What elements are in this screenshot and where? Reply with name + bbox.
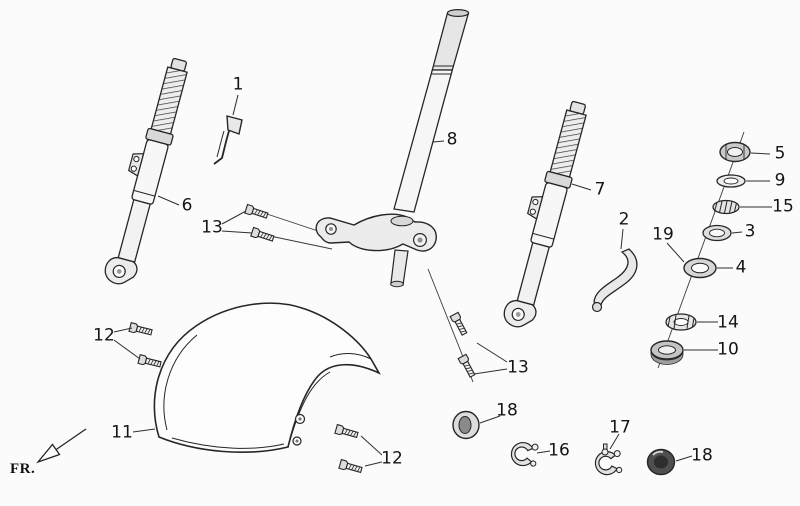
callout-2: 2 bbox=[618, 209, 630, 230]
washer-part9-drawing bbox=[716, 174, 746, 188]
callout-12-a: 12 bbox=[93, 325, 115, 346]
hose-clamp-16-drawing bbox=[509, 440, 540, 469]
hose-clamp-17-drawing bbox=[593, 443, 623, 477]
callout-8: 8 bbox=[446, 129, 458, 150]
front-fender-drawing bbox=[153, 302, 381, 453]
callout-10: 10 bbox=[717, 339, 739, 360]
steering-stem-drawing bbox=[393, 9, 470, 213]
callout-5: 5 bbox=[774, 143, 786, 164]
callout-3: 3 bbox=[744, 221, 756, 242]
callout-12-b: 12 bbox=[381, 448, 403, 469]
callout-14: 14 bbox=[717, 312, 739, 333]
left-front-fork-drawing bbox=[98, 53, 194, 289]
callout-1: 1 bbox=[232, 74, 244, 95]
right-front-fork-drawing bbox=[497, 96, 593, 332]
axle-cap-18-lower-drawing bbox=[646, 448, 676, 476]
bottom-race-part10-drawing bbox=[650, 340, 684, 365]
callout-16: 16 bbox=[548, 440, 570, 461]
callout-6: 6 bbox=[181, 195, 193, 216]
callout-19: 19 bbox=[652, 224, 674, 245]
callout-17: 17 bbox=[609, 417, 631, 438]
steering-nut-part5-drawing bbox=[719, 141, 751, 163]
bearing-race-part4-drawing bbox=[683, 257, 717, 279]
callout-4: 4 bbox=[735, 257, 747, 278]
callout-13-b: 13 bbox=[507, 357, 529, 378]
steel-ball-bearing-part14-drawing bbox=[665, 313, 697, 331]
fr-direction-arrow bbox=[36, 428, 87, 464]
callout-15: 15 bbox=[772, 196, 794, 217]
fr-label: FR. bbox=[10, 461, 36, 477]
cable-guide-bracket-drawing bbox=[213, 115, 243, 165]
spring-washer-part15-drawing bbox=[712, 199, 740, 215]
callout-11: 11 bbox=[111, 422, 133, 443]
callout-18-b: 18 bbox=[691, 445, 713, 466]
axle-cap-18-upper-drawing bbox=[452, 410, 480, 440]
callout-13-a: 13 bbox=[201, 217, 223, 238]
stand-hook-drawing bbox=[591, 248, 638, 313]
callout-leader-lines bbox=[113, 94, 772, 467]
callout-9: 9 bbox=[774, 170, 786, 191]
callout-7: 7 bbox=[594, 179, 606, 200]
callout-18-a: 18 bbox=[496, 400, 518, 421]
triple-clamp-drawing bbox=[315, 213, 437, 288]
dust-seal-part3-drawing bbox=[702, 224, 732, 242]
